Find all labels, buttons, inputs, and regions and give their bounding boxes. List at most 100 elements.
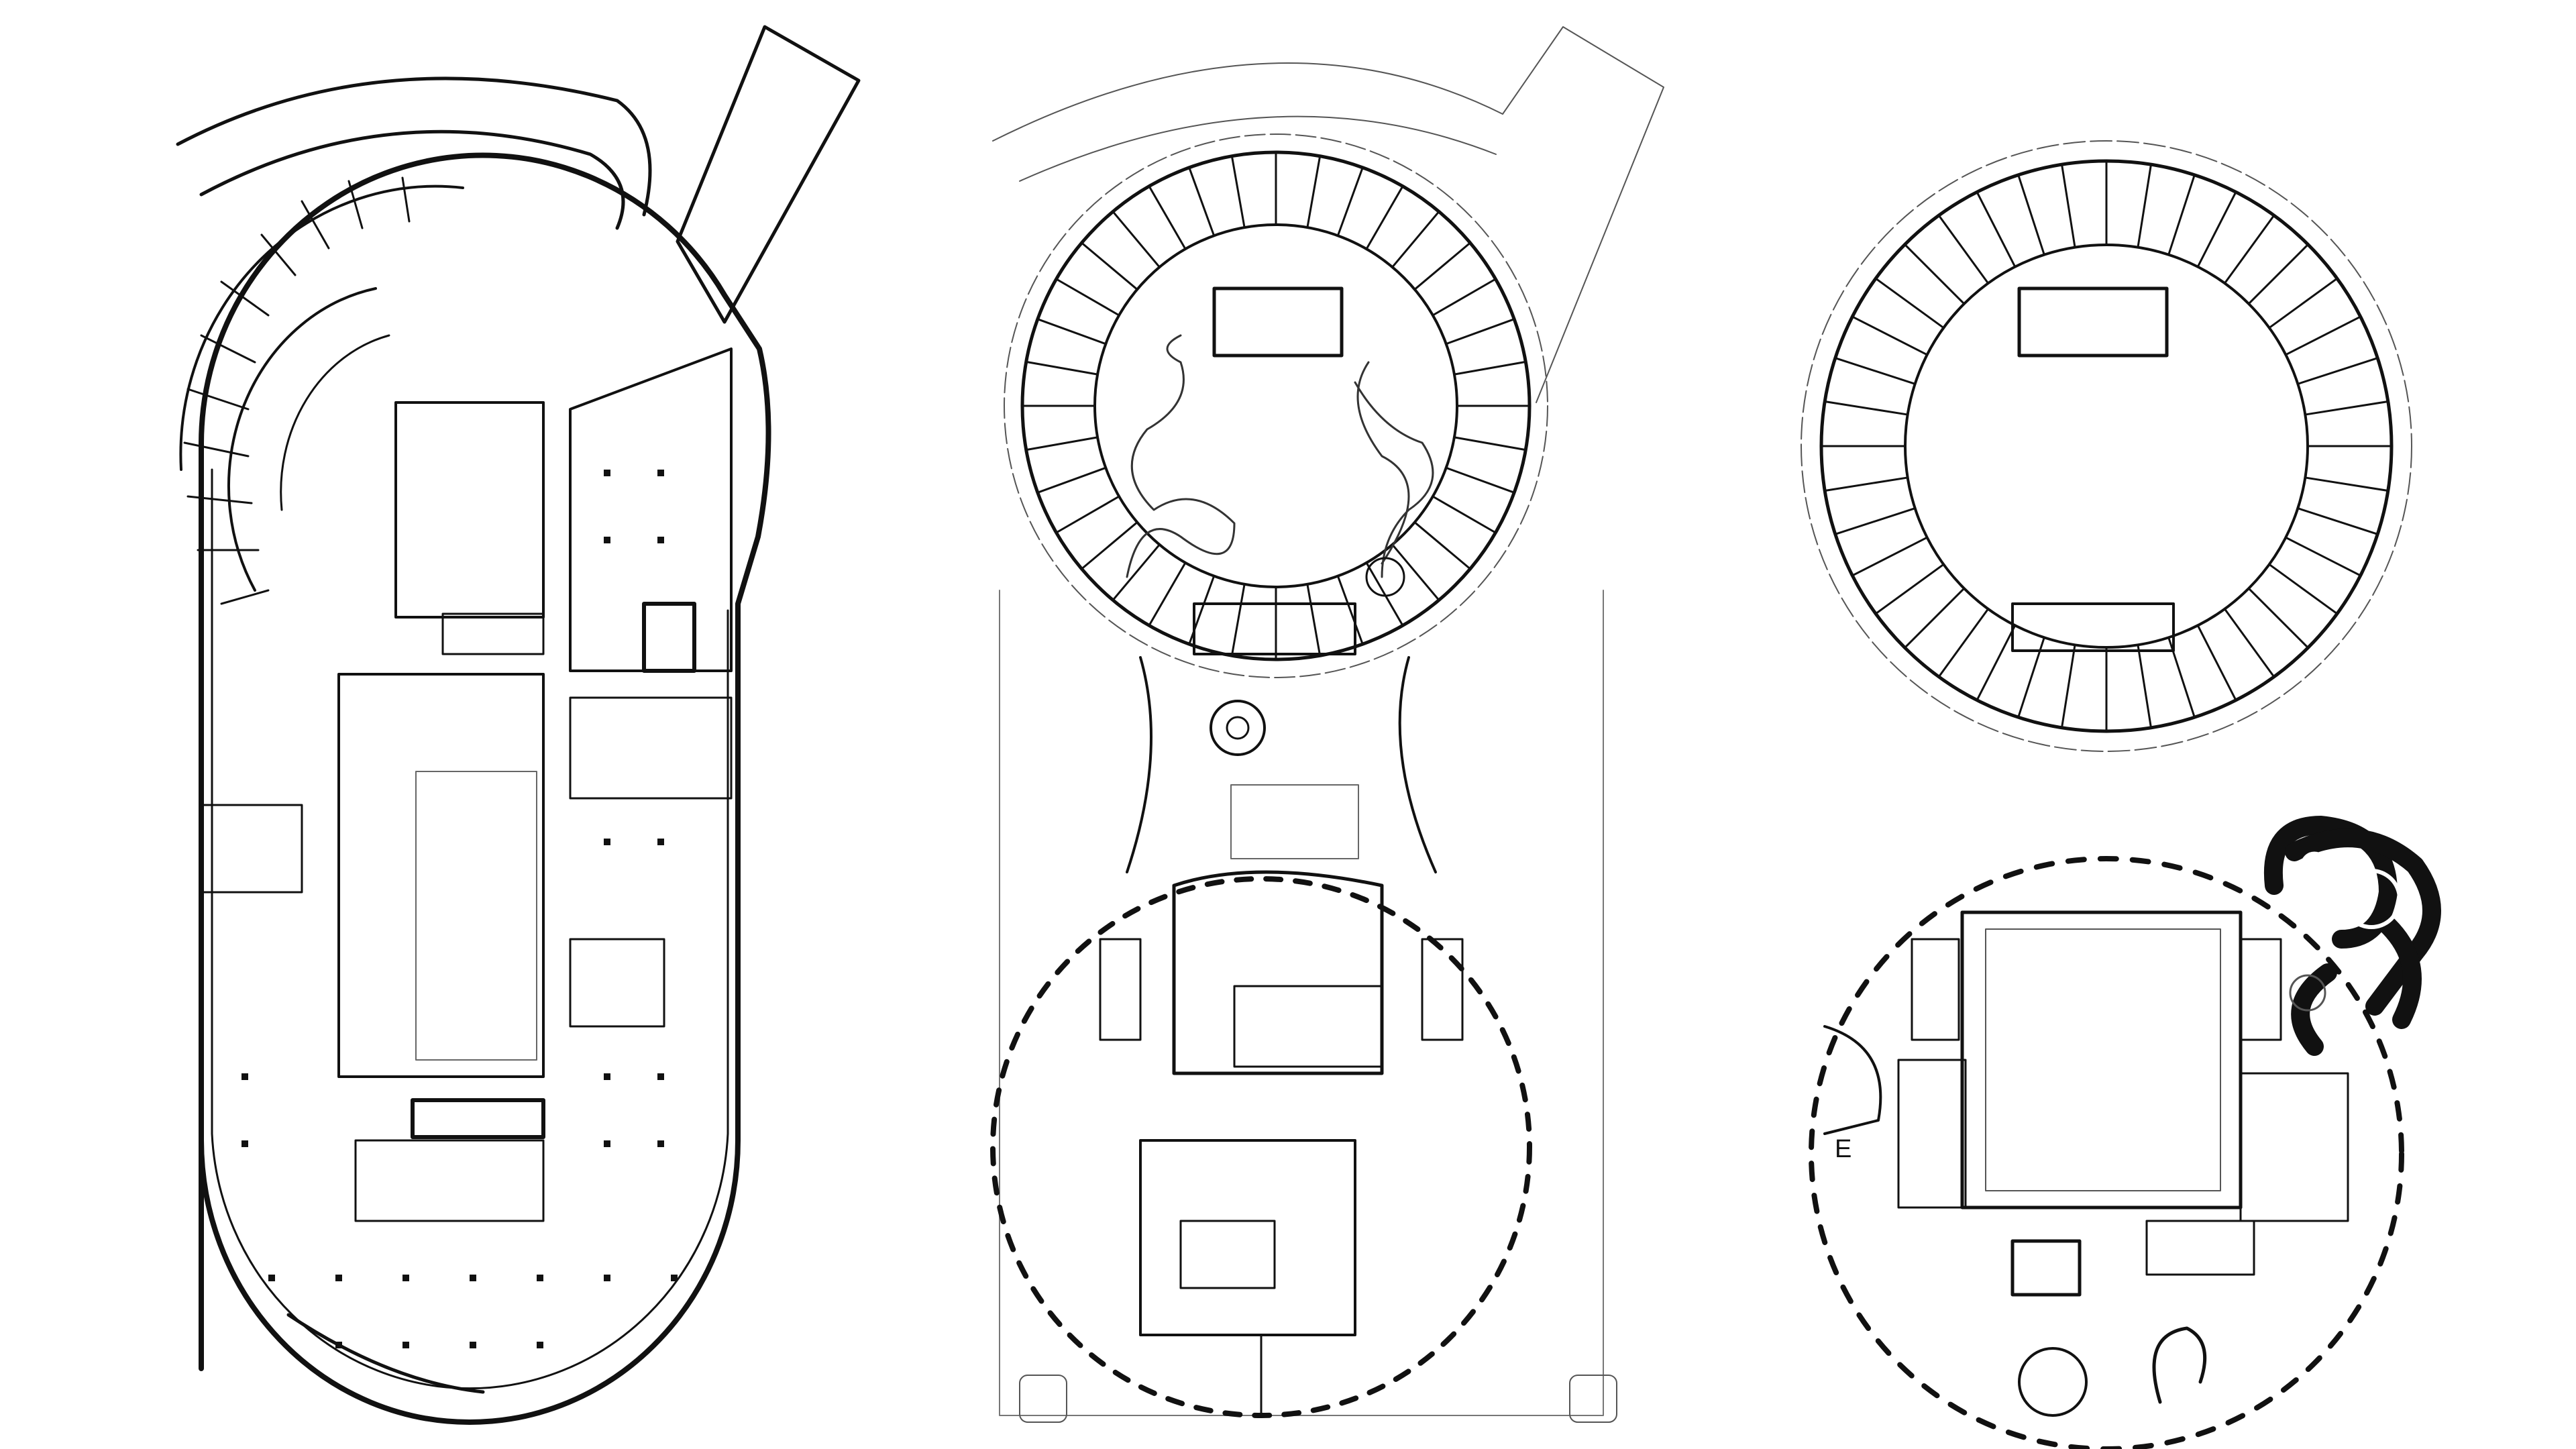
plan-middle-room-divider [1112, 543, 1161, 602]
plan-right-room-divider [2247, 243, 2310, 305]
plan-right-room-divider [2268, 277, 2339, 329]
plan-right-room-divider [2223, 214, 2275, 284]
plan-right-west-bay [1823, 1025, 1882, 1135]
plan-middle-stair-right [1421, 938, 1464, 1041]
plan-middle-room-divider [1148, 185, 1187, 250]
plan-right-room-divider [2196, 624, 2237, 702]
plan-middle-room-divider [1148, 561, 1187, 627]
plan-right-lower-block-2 [2145, 1220, 2255, 1276]
plan-middle-room-dividers [1021, 151, 1531, 661]
plan-middle-site-frame [999, 590, 1604, 1416]
plan-left-outer-wall [199, 152, 771, 1425]
plan-middle-room-divider [1391, 543, 1440, 602]
plan-middle-room-divider [1025, 436, 1099, 451]
plan-right-room-divider [2284, 315, 2362, 356]
plan-right-slide-loop-2 [2300, 851, 2328, 879]
plan-middle-room-divider [1432, 278, 1497, 317]
plan-right-room-divider [2061, 643, 2076, 729]
plan-left-stair [441, 612, 545, 655]
plan-right-water-slides [2263, 816, 2441, 1056]
plan-right-room-divider [1874, 277, 1945, 329]
plan-right-room-divider [2304, 476, 2390, 492]
plan-middle-room-divider [1453, 360, 1527, 376]
plan-right-room-divider [2167, 174, 2196, 256]
plan-right-left-rooms [1897, 1059, 1967, 1209]
plan-right-south-east-curve [2152, 1326, 2207, 1404]
plan-right-south-rotunda [2018, 1347, 2088, 1417]
plan-middle-ring-scallops [1004, 133, 1548, 678]
plan-right-room-divider [1823, 476, 1909, 492]
plan-left-pool-bench [411, 1098, 545, 1139]
plan-right-south-core [2011, 602, 2175, 652]
plan-middle-service-room [1179, 1220, 1276, 1289]
plan-right-spiral-stair [2289, 974, 2326, 1012]
plan-left-lower-rooms [354, 1139, 545, 1222]
plan-middle-ring-outer [1020, 150, 1532, 661]
plan-middle-room-divider [1188, 166, 1216, 237]
plan-middle-room-divider [1055, 278, 1120, 317]
plan-middle-whirlpool [1365, 557, 1405, 597]
plan-right-room-divider [2268, 563, 2339, 615]
plan-middle [990, 26, 1664, 1423]
plan-left [176, 25, 861, 1425]
plan-middle-pool-inner [1233, 985, 1383, 1068]
plan-right-room-divider [2017, 174, 2045, 256]
plan-middle-room-divider [1112, 210, 1161, 268]
plan-right-stair-left [1911, 938, 1960, 1041]
plan-middle-room-divider [1336, 166, 1364, 237]
plan-right-pool-hall [1960, 910, 2243, 1210]
plan-right-room-divider [2137, 163, 2152, 249]
plan-left-room-dividers [183, 176, 411, 605]
plan-right-room-divider [1903, 243, 1966, 305]
plan-right-pool [1985, 928, 2221, 1191]
plan-right-room-divider [2137, 643, 2152, 729]
plan-right-room-divider [2304, 400, 2390, 416]
plan-left-room-ring-outer [179, 184, 464, 471]
plan-middle-waist-court [1230, 784, 1359, 859]
plan-left-left-rooms [200, 804, 303, 894]
plan-right-room-divider [2284, 536, 2362, 577]
plan-middle-room-divider [1365, 185, 1404, 250]
plan-left-entrance-arc [286, 1313, 485, 1394]
plan-middle-site-outline [992, 26, 1664, 403]
plan-middle-room-divider [1391, 210, 1440, 268]
plan-middle-service-block [1139, 1139, 1356, 1336]
plan-left-right-hall [569, 347, 733, 672]
plan-right-lower-block [2010, 1239, 2082, 1297]
plan-left-core [394, 401, 545, 619]
plan-right-room-divider [2196, 191, 2237, 268]
plan-right-ring-scallops [1801, 140, 2412, 752]
plan-right: E [1801, 140, 2441, 1449]
plan-middle-room-divider [1453, 436, 1527, 451]
plan-right-room-divider [1937, 608, 1990, 678]
plan-left-room-ring-inner [227, 287, 377, 592]
plan-right-room-divider [2223, 608, 2275, 678]
plan-middle-room-divider [1413, 241, 1472, 290]
plan-right-room-divider [1851, 315, 1929, 356]
plan-right-e-mark: E [1835, 1135, 1851, 1163]
plan-right-room-divider [1937, 214, 1990, 284]
plan-middle-room-divider [1055, 495, 1120, 534]
plan-middle-pool-hall [1172, 870, 1384, 1075]
plan-middle-stair-left [1099, 938, 1142, 1041]
plan-middle-room-divider [1306, 583, 1322, 657]
plan-middle-waist [1126, 656, 1437, 873]
plan-middle-lazy-river [1126, 334, 1434, 578]
plan-middle-room-divider [1230, 155, 1246, 229]
plan-left-side-rooms [569, 696, 733, 800]
plan-middle-room-divider [1036, 318, 1107, 345]
plan-middle-room-divider [1365, 561, 1404, 627]
plan-right-room-divider [2061, 163, 2076, 249]
plan-right-slide-tube-3 [2291, 916, 2422, 1056]
plan-right-room-divider [1834, 507, 1917, 535]
plan-middle-room-divider [1413, 521, 1472, 570]
plan-middle-room-divider [1080, 521, 1138, 570]
plan-left-inner-wall [211, 468, 729, 1390]
plan-middle-room-divider [1306, 155, 1322, 229]
plan-left-service-box [642, 602, 696, 673]
plan-middle-south-core [1193, 602, 1356, 655]
plan-middle-spiral-core [1226, 716, 1250, 740]
plan-left-ramp-tower [676, 25, 861, 324]
plan-right-room-divider [1834, 357, 1917, 385]
